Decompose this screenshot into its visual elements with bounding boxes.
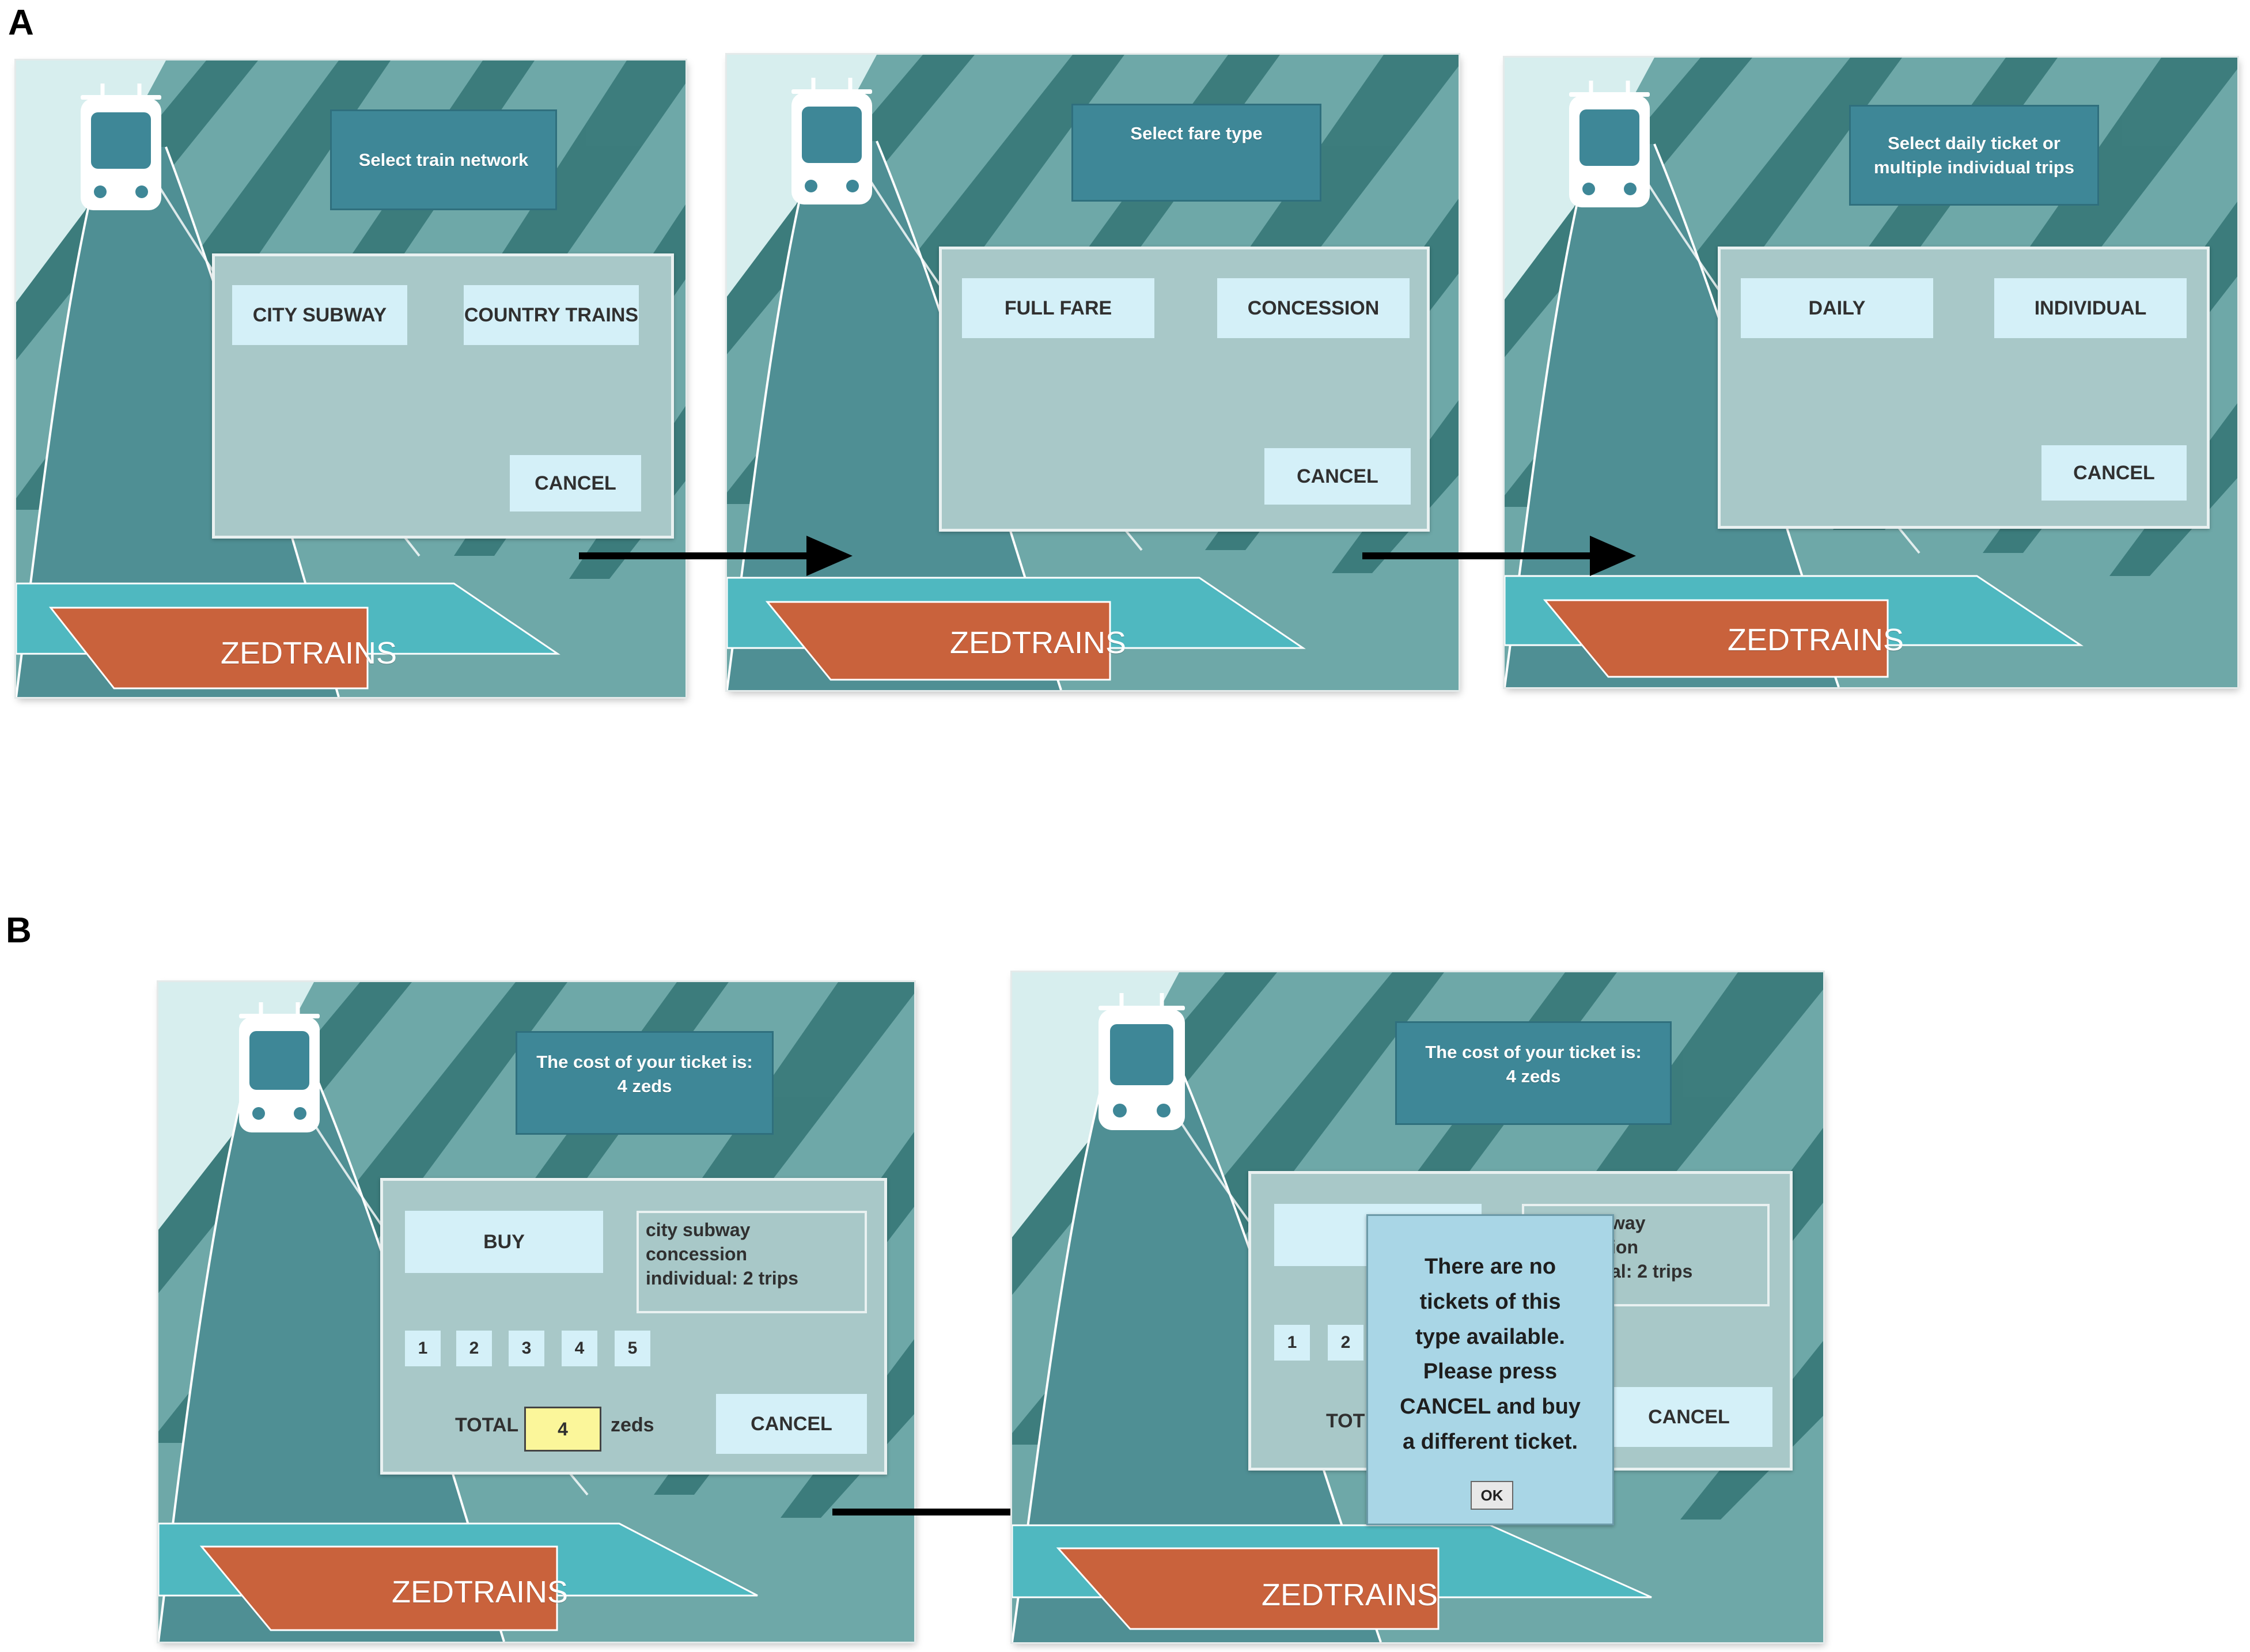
zedtrains-logo: ZEDTRAINS (1728, 623, 1904, 657)
kiosk-screen-payment: The cost of your ticket is: 4 zeds BUY c… (158, 982, 914, 1642)
cancel-button[interactable]: CANCEL (716, 1394, 867, 1454)
train-icon (239, 1002, 320, 1132)
alert-message: There are no tickets of this type availa… (1400, 1255, 1581, 1454)
individual-button[interactable]: INDIVIDUAL (1994, 278, 2187, 338)
quantity-1-button[interactable]: 1 (1274, 1325, 1310, 1361)
zedtrains-logo: ZEDTRAINS (1262, 1578, 1438, 1612)
purchase-dialog: BUY city subway concession individual: 2… (380, 1178, 887, 1475)
price-message: The cost of your ticket is: 4 zeds (1395, 1021, 1672, 1125)
concession-button[interactable]: CONCESSION (1217, 278, 1410, 338)
arrow-icon (579, 536, 853, 576)
kiosk-screen-fare: Select fare type FULL FARE CONCESSION CA… (727, 55, 1459, 690)
train-icon (791, 78, 872, 204)
quantity-1-button[interactable]: 1 (405, 1331, 441, 1366)
panel-label-b: B (6, 911, 32, 950)
price-message: The cost of your ticket is: 4 zeds (516, 1031, 774, 1135)
panel-label-a: A (8, 3, 34, 43)
total-label: TOT (1326, 1410, 1365, 1432)
ticket-summary: city subway concession individual: 2 tri… (637, 1211, 867, 1313)
no-tickets-alert: There are no tickets of this type availa… (1366, 1214, 1614, 1525)
quantity-2-button[interactable]: 2 (456, 1331, 492, 1366)
selection-dialog: CITY SUBWAY COUNTRY TRAINS CANCEL (212, 253, 674, 539)
train-icon (1569, 81, 1650, 207)
cancel-button[interactable]: CANCEL (1264, 448, 1411, 505)
prompt-title: Select fare type (1071, 104, 1321, 202)
zedtrains-logo: ZEDTRAINS (950, 626, 1127, 660)
selection-dialog: DAILY INDIVIDUAL CANCEL (1718, 247, 2210, 529)
kiosk-screen-ticket-kind: Select daily ticket or multiple individu… (1505, 58, 2237, 687)
currency-label: zeds (611, 1414, 654, 1436)
quantity-4-button[interactable]: 4 (562, 1331, 597, 1366)
train-icon (81, 84, 161, 210)
country-trains-button[interactable]: COUNTRY TRAINS (464, 285, 639, 345)
total-field: 4 (524, 1407, 601, 1452)
zedtrains-logo: ZEDTRAINS (221, 636, 397, 670)
prompt-title: Select daily ticket or multiple individu… (1849, 105, 2099, 206)
cancel-button[interactable]: CANCEL (2041, 445, 2187, 501)
kiosk-screen-network: Select train network CITY SUBWAY COUNTRY… (16, 60, 685, 697)
full-fare-button[interactable]: FULL FARE (962, 278, 1154, 338)
daily-button[interactable]: DAILY (1741, 278, 1933, 338)
cancel-button[interactable]: CANCEL (510, 455, 641, 511)
selection-dialog: FULL FARE CONCESSION CANCEL (939, 247, 1430, 532)
prompt-title: Select train network (330, 109, 557, 210)
cancel-button[interactable]: CANCEL (1605, 1387, 1772, 1447)
total-label: TOTAL (455, 1414, 519, 1436)
ok-button[interactable]: OK (1471, 1481, 1513, 1510)
city-subway-button[interactable]: CITY SUBWAY (232, 285, 407, 345)
zedtrains-logo: ZEDTRAINS (392, 1575, 569, 1609)
arrow-icon (1362, 536, 1636, 576)
quantity-5-button[interactable]: 5 (615, 1331, 650, 1366)
train-icon (1099, 993, 1185, 1130)
buy-button[interactable]: BUY (405, 1211, 603, 1273)
quantity-3-button[interactable]: 3 (509, 1331, 544, 1366)
kiosk-screen-unavailable: The cost of your ticket is: 4 zeds B way… (1012, 972, 1823, 1642)
quantity-2-button[interactable]: 2 (1328, 1325, 1363, 1361)
